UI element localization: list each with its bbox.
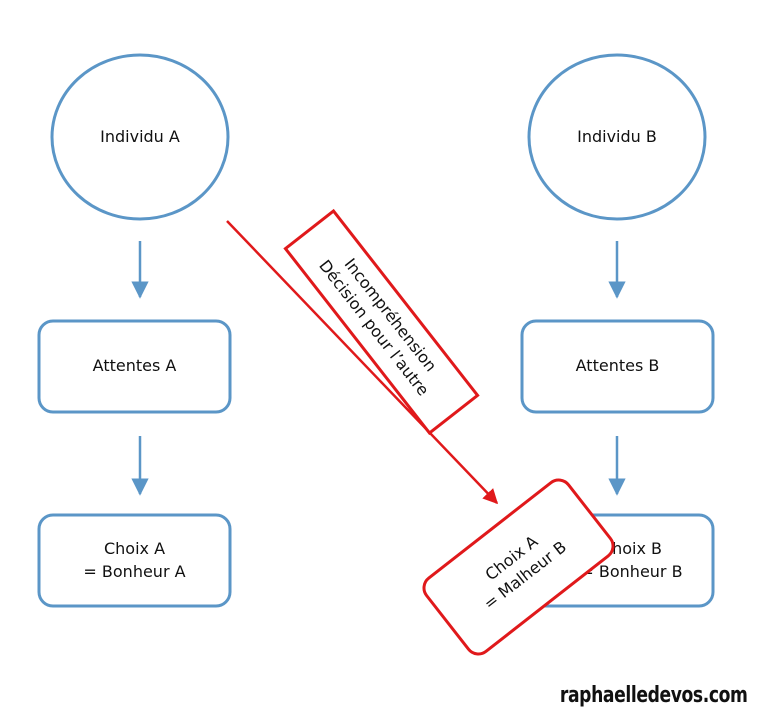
choix-a-box <box>37 513 232 608</box>
attentes-b-label: Attentes B <box>575 356 660 376</box>
individu-a-circle <box>50 53 230 221</box>
individu-a-label: Individu A <box>100 126 180 146</box>
attentes-b-box <box>520 319 715 414</box>
attentes-a-label: Attentes A <box>92 356 177 376</box>
red-decision-arrow <box>226 220 499 505</box>
individu-b-label: Individu B <box>577 126 657 146</box>
choix-a-label: Choix A = Bonheur A <box>83 539 186 581</box>
site-watermark: raphaelledevos.com <box>560 683 748 708</box>
individu-b-circle <box>527 53 707 221</box>
attentes-a-box <box>37 319 232 414</box>
